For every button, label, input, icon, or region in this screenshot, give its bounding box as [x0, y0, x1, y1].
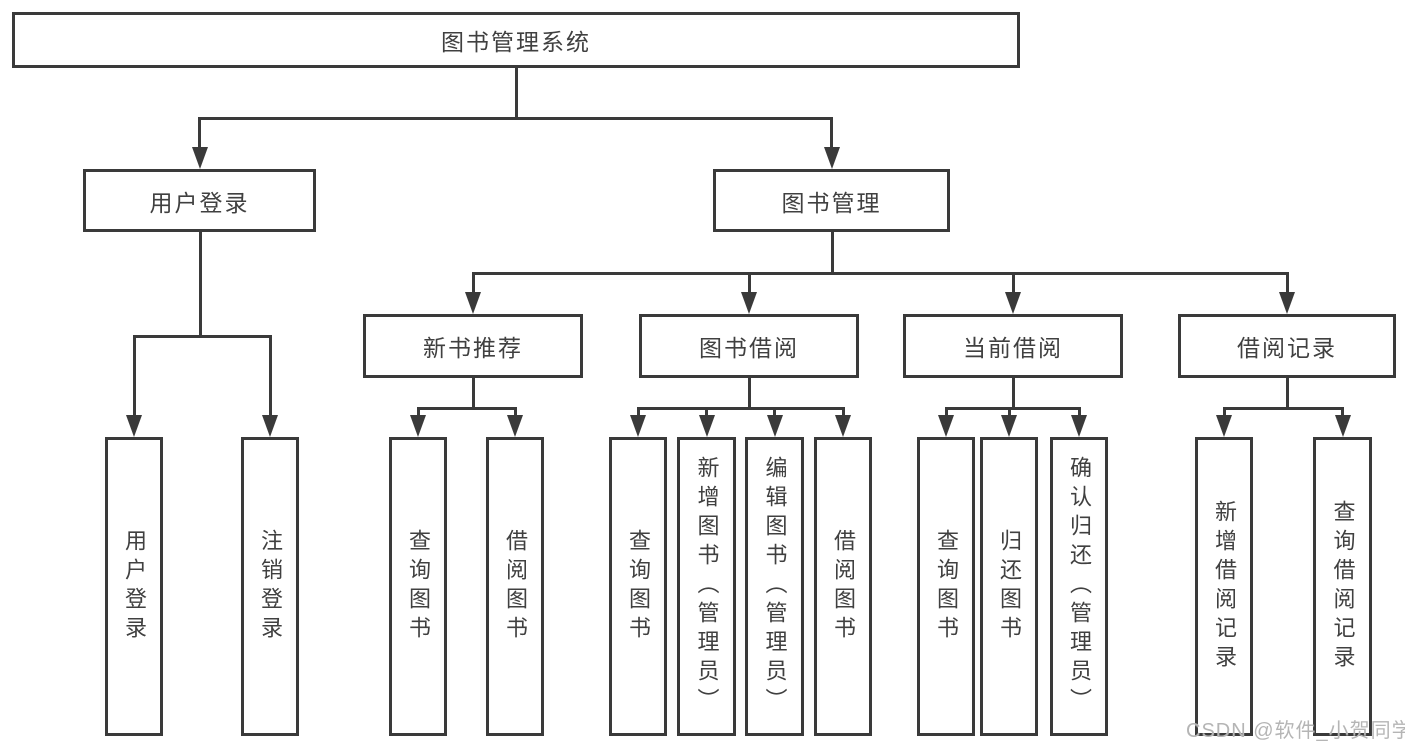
node-leaf-user-login: 用户登录 — [105, 437, 163, 736]
connector-arrow-shaft — [1222, 407, 1226, 421]
arrowhead-down-icon — [698, 415, 715, 437]
node-leaf-cb-return: 归还图书 — [980, 437, 1038, 736]
node-label: 查询借阅记录 — [1330, 499, 1356, 674]
node-label: 确认归还（管理员） — [1067, 456, 1092, 717]
node-label: 用户登录 — [122, 528, 147, 645]
connector-arrow-shaft — [636, 407, 640, 421]
node-leaf-logout: 注销登录 — [241, 437, 299, 736]
connector-stem — [1285, 378, 1289, 410]
node-label: 新书推荐 — [423, 335, 523, 361]
connector-bar — [132, 335, 272, 338]
arrowhead-down-icon — [465, 292, 481, 314]
connector-arrow-shaft — [1341, 407, 1344, 421]
arrowhead-down-icon — [1005, 292, 1021, 314]
arrowhead-down-icon — [410, 415, 426, 437]
arrowhead-down-icon — [126, 415, 142, 437]
connector-stem — [747, 378, 751, 410]
connector-stem — [514, 68, 518, 120]
connector-arrow-shaft — [198, 117, 201, 153]
arrowhead-down-icon — [262, 415, 278, 437]
node-current-borrow: 当前借阅 — [903, 314, 1123, 378]
watermark: CSDN @软件_小贺同学 — [1186, 720, 1405, 742]
arrowhead-down-icon — [823, 147, 840, 169]
arrowhead-down-icon — [191, 147, 208, 169]
arrowhead-down-icon — [835, 415, 851, 437]
node-label: 图书管理系统 — [441, 29, 591, 55]
node-leaf-nb-query: 查询图书 — [389, 437, 447, 736]
node-label: 图书借阅 — [699, 335, 799, 361]
node-borrow-records: 借阅记录 — [1178, 314, 1396, 378]
node-leaf-nb-borrow: 借阅图书 — [486, 437, 544, 736]
node-label: 查询图书 — [934, 528, 959, 645]
connector-stem — [198, 232, 202, 338]
node-leaf-bb-edit: 编辑图书（管理员） — [745, 437, 804, 736]
arrowhead-down-icon — [938, 415, 954, 437]
node-label: 借阅记录 — [1237, 335, 1337, 361]
connector-arrow-shaft — [513, 407, 517, 421]
node-label: 查询图书 — [406, 528, 431, 645]
connector-arrow-shaft — [830, 117, 833, 153]
node-label: 图书管理 — [781, 189, 882, 216]
node-leaf-br-query: 查询借阅记录 — [1313, 437, 1372, 736]
connector-bar — [198, 117, 833, 120]
node-label: 借阅图书 — [831, 528, 856, 645]
arrowhead-down-icon — [1071, 415, 1087, 437]
arrowhead-down-icon — [1279, 292, 1295, 314]
connector-arrow-shaft — [471, 272, 475, 298]
connector-arrow-shaft — [1011, 272, 1015, 298]
connector-stem — [1011, 378, 1015, 410]
node-book-mgmt: 图书管理 — [713, 169, 950, 232]
node-root: 图书管理系统 — [12, 12, 1020, 68]
node-leaf-bb-add: 新增图书（管理员） — [677, 437, 736, 736]
node-leaf-br-add: 新增借阅记录 — [1195, 437, 1253, 736]
connector-arrow-shaft — [773, 407, 776, 421]
connector-arrow-shaft — [1007, 407, 1011, 421]
node-label: 用户登录 — [149, 189, 250, 216]
node-leaf-bb-borrow: 借阅图书 — [814, 437, 872, 736]
connector-arrow-shaft — [705, 407, 708, 421]
connector-arrow-shaft — [1285, 272, 1289, 298]
connector-arrow-shaft — [747, 272, 751, 298]
arrowhead-down-icon — [630, 415, 646, 437]
node-label: 查询图书 — [626, 528, 651, 645]
connector-bar — [416, 407, 517, 410]
node-leaf-cb-query: 查询图书 — [917, 437, 975, 736]
node-leaf-bb-query: 查询图书 — [609, 437, 667, 736]
connector-stem — [830, 232, 834, 275]
node-label: 借阅图书 — [503, 528, 528, 645]
connector-bar — [471, 272, 1289, 275]
node-leaf-cb-confirm: 确认归还（管理员） — [1050, 437, 1108, 736]
node-label: 新增图书（管理员） — [694, 456, 720, 717]
node-user-login: 用户登录 — [83, 169, 316, 232]
connector-arrow-shaft — [841, 407, 845, 421]
node-label: 注销登录 — [258, 528, 283, 645]
node-book-borrow: 图书借阅 — [639, 314, 859, 378]
connector-arrow-shaft — [944, 407, 948, 421]
connector-bar — [1222, 407, 1344, 410]
node-label: 当前借阅 — [963, 335, 1063, 361]
node-label: 新增借阅记录 — [1212, 499, 1237, 674]
arrowhead-down-icon — [1216, 415, 1232, 437]
node-label: 归还图书 — [997, 528, 1022, 645]
connector-stem — [471, 378, 475, 410]
arrowhead-down-icon — [507, 415, 523, 437]
connector-arrow-shaft — [132, 335, 136, 421]
connector-bar — [944, 407, 1081, 410]
connector-bar — [636, 407, 845, 410]
connector-arrow-shaft — [416, 407, 420, 421]
connector-arrow-shaft — [268, 335, 272, 421]
arrowhead-down-icon — [766, 415, 783, 437]
node-new-books: 新书推荐 — [363, 314, 583, 378]
node-label: 编辑图书（管理员） — [762, 456, 788, 717]
arrowhead-down-icon — [1334, 415, 1351, 437]
arrowhead-down-icon — [741, 292, 757, 314]
arrowhead-down-icon — [1001, 415, 1017, 437]
connector-arrow-shaft — [1077, 407, 1081, 421]
